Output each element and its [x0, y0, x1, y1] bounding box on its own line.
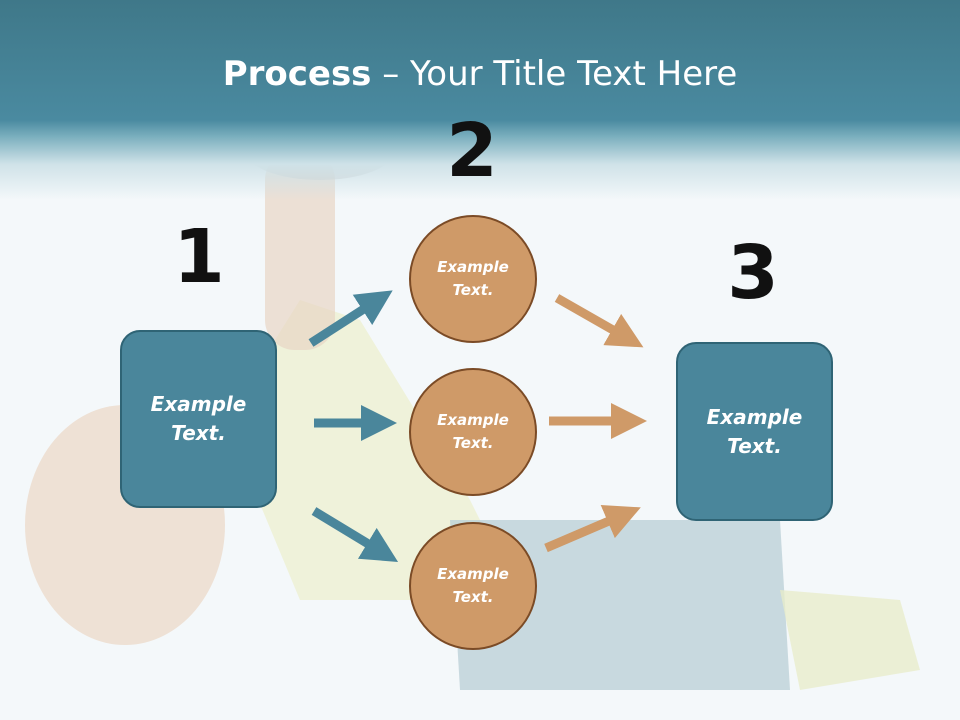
step-3-box: Example Text.: [676, 342, 833, 521]
arrow-1-to-top: [308, 290, 393, 347]
step-2-circle-middle: Example Text.: [409, 368, 537, 496]
step-2-circle-top: Example Text.: [409, 215, 537, 343]
step-1-text: Example Text.: [150, 392, 247, 445]
title-banner: [0, 0, 960, 200]
arrow-top-to-3: [554, 294, 644, 348]
step-2-circle-bottom: Example Text.: [409, 522, 537, 650]
circle-middle-text: Example Text.: [437, 411, 509, 452]
step-number-2: 2: [446, 108, 498, 194]
slide-title: Process – Your Title Text Here: [0, 52, 960, 96]
step-number-3: 3: [727, 230, 779, 316]
circle-top-text: Example Text.: [437, 258, 509, 299]
arrow-bottom-to-3: [544, 505, 641, 553]
circle-bottom-text: Example Text.: [437, 565, 509, 606]
step-1-box: Example Text.: [120, 330, 277, 508]
title-subtitle: – Your Title Text Here: [371, 54, 738, 94]
step-number-1: 1: [173, 214, 225, 300]
step-3-text: Example Text.: [706, 404, 803, 458]
arrow-1-to-bottom: [311, 507, 399, 563]
title-bold: Process: [222, 54, 372, 94]
